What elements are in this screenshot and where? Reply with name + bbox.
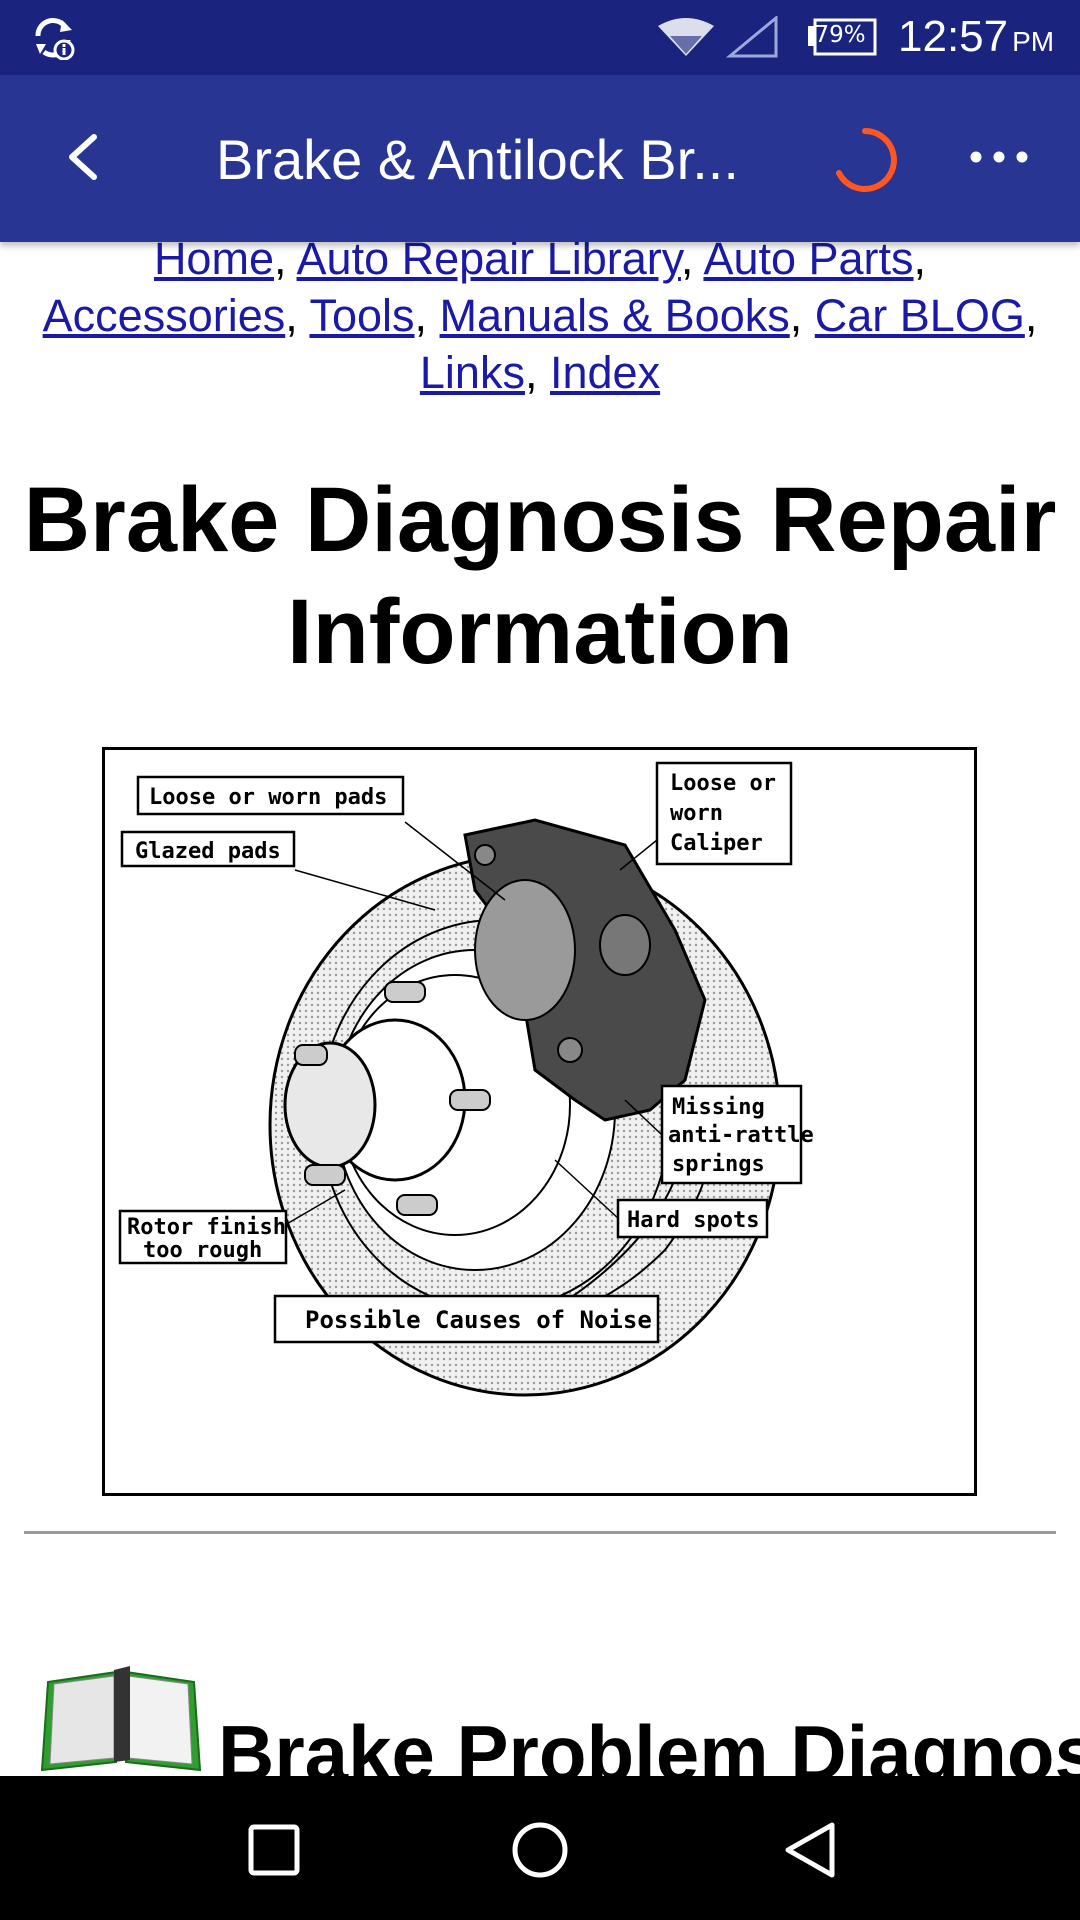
link-separator: , — [414, 290, 428, 341]
link-accessories[interactable]: Accessories — [42, 290, 286, 341]
clock-ampm: PM — [1012, 26, 1055, 57]
book-icon — [40, 1666, 202, 1772]
web-content[interactable]: Home, Auto Repair Library, Auto Parts, A… — [0, 242, 1080, 1776]
link-auto-repair-library[interactable]: Auto Repair Library — [296, 242, 681, 284]
link-links[interactable]: Links — [419, 347, 525, 398]
battery-icon — [808, 18, 877, 56]
link-tools[interactable]: Tools — [309, 290, 415, 341]
link-separator: , — [1024, 290, 1038, 341]
brake-diagram-illustration: Loose or worn pads Glazed pads Loose or … — [118, 761, 814, 1397]
link-car-blog[interactable]: Car BLOG — [814, 290, 1025, 341]
label-springs-3: springs — [672, 1152, 765, 1177]
brake-diagram: Loose or worn pads Glazed pads Loose or … — [102, 747, 977, 1496]
system-nav-bar — [0, 1776, 1080, 1920]
horizontal-divider — [24, 1531, 1056, 1534]
label-hard-spots: Hard spots — [627, 1208, 759, 1233]
label-rotor-2: too rough — [143, 1238, 262, 1263]
sync-icon — [35, 17, 75, 60]
diagram-caption: Possible Causes of Noise — [305, 1306, 652, 1334]
link-separator: , — [913, 242, 927, 284]
link-home[interactable]: Home — [153, 242, 274, 284]
link-index[interactable]: Index — [550, 347, 661, 398]
link-auto-parts[interactable]: Auto Parts — [703, 242, 914, 284]
link-separator: , — [273, 242, 287, 284]
link-separator: , — [285, 290, 298, 341]
more-dots-icon[interactable] — [964, 127, 1034, 187]
label-loose-pads: Loose or worn pads — [149, 785, 387, 810]
app-title: Brake & Antilock Br... — [216, 128, 739, 191]
page-title: Brake Diagnosis Repair Information — [23, 469, 1057, 683]
label-springs-2: anti-rattle — [668, 1123, 814, 1148]
label-caliper-2: worn — [670, 801, 723, 826]
breadcrumb-links: Home, Auto Repair Library, Auto Parts, A… — [40, 242, 1040, 401]
link-separator: , — [524, 347, 538, 398]
label-springs-1: Missing — [672, 1095, 765, 1120]
signal-icon — [726, 16, 778, 58]
app-bar: Brake & Antilock Br... — [0, 75, 1080, 242]
link-separator: , — [789, 290, 803, 341]
recent-apps-icon[interactable] — [246, 1822, 302, 1878]
back-triangle-icon[interactable] — [782, 1820, 838, 1880]
link-manuals-books[interactable]: Manuals & Books — [439, 290, 790, 341]
loading-spinner-icon — [836, 128, 897, 192]
label-rotor-1: Rotor finish — [127, 1215, 286, 1240]
label-glazed-pads: Glazed pads — [135, 839, 281, 864]
home-circle-icon[interactable] — [510, 1820, 570, 1880]
section-heading: Brake Problem Diagnosis & — [218, 1709, 1080, 1776]
battery-percent: 79% — [814, 22, 866, 48]
back-arrow-icon[interactable] — [52, 117, 122, 197]
label-caliper-3: Caliper — [670, 831, 763, 856]
clock-time: 12:57 — [898, 12, 1009, 61]
link-separator: , — [680, 242, 694, 284]
label-caliper-1: Loose or — [670, 771, 776, 796]
wifi-icon — [658, 18, 714, 56]
